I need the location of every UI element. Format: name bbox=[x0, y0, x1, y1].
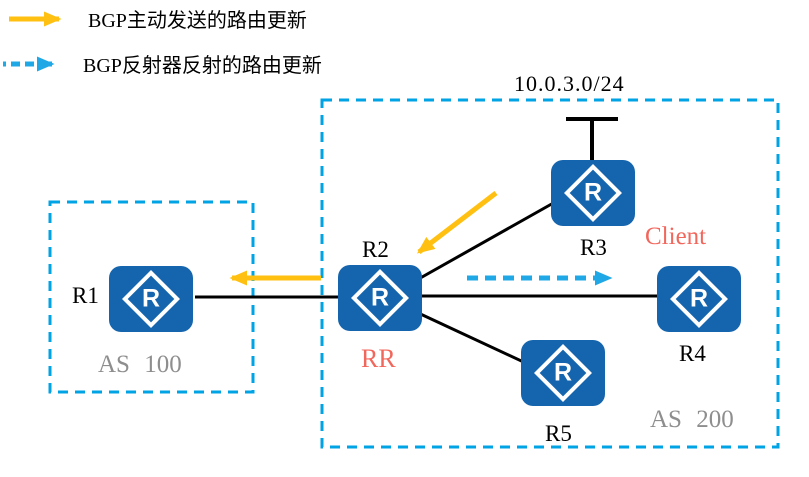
as-100-label: AS 100 bbox=[98, 351, 182, 378]
router-label-r3: R3 bbox=[580, 235, 607, 260]
legend-item-active-update: BGP主动发送的路由更新 bbox=[7, 4, 307, 33]
router-letter: R bbox=[583, 178, 603, 207]
router-letter: R bbox=[689, 284, 709, 313]
router-label-r2: R2 bbox=[362, 237, 389, 262]
role-label-rr: RR bbox=[361, 344, 396, 373]
as-200-boundary bbox=[320, 98, 780, 449]
network-label: 10.0.3.0/24 bbox=[514, 71, 625, 96]
router-label-r4: R4 bbox=[679, 341, 706, 366]
router-icon-r5: R bbox=[521, 340, 605, 406]
router-icon-r2: R bbox=[338, 265, 422, 331]
legend-solid-yellow-arrow-icon bbox=[9, 11, 62, 26]
router-letter: R bbox=[553, 358, 573, 387]
role-label-client: Client bbox=[645, 223, 707, 250]
router-letter: R bbox=[141, 284, 161, 313]
legend-label-reflected-update: BGP反射器反射的路由更新 bbox=[83, 55, 322, 77]
legend-item-reflected-update: BGP反射器反射的路由更新 bbox=[2, 49, 322, 78]
router-icon-r4: R bbox=[657, 266, 741, 332]
as-200-label: AS 200 bbox=[650, 406, 734, 433]
router-label-r5: R5 bbox=[545, 421, 572, 446]
legend-dashed-blue-arrow-icon bbox=[3, 56, 55, 71]
router-label-r1: R1 bbox=[72, 283, 99, 308]
legend-label-active-update: BGP主动发送的路由更新 bbox=[88, 10, 307, 32]
router-icon-r1: R bbox=[109, 266, 193, 332]
router-letter: R bbox=[370, 283, 390, 312]
arrow-advertise-r3-to-r2 bbox=[417, 191, 498, 254]
router-icon-r3: R bbox=[551, 160, 635, 226]
